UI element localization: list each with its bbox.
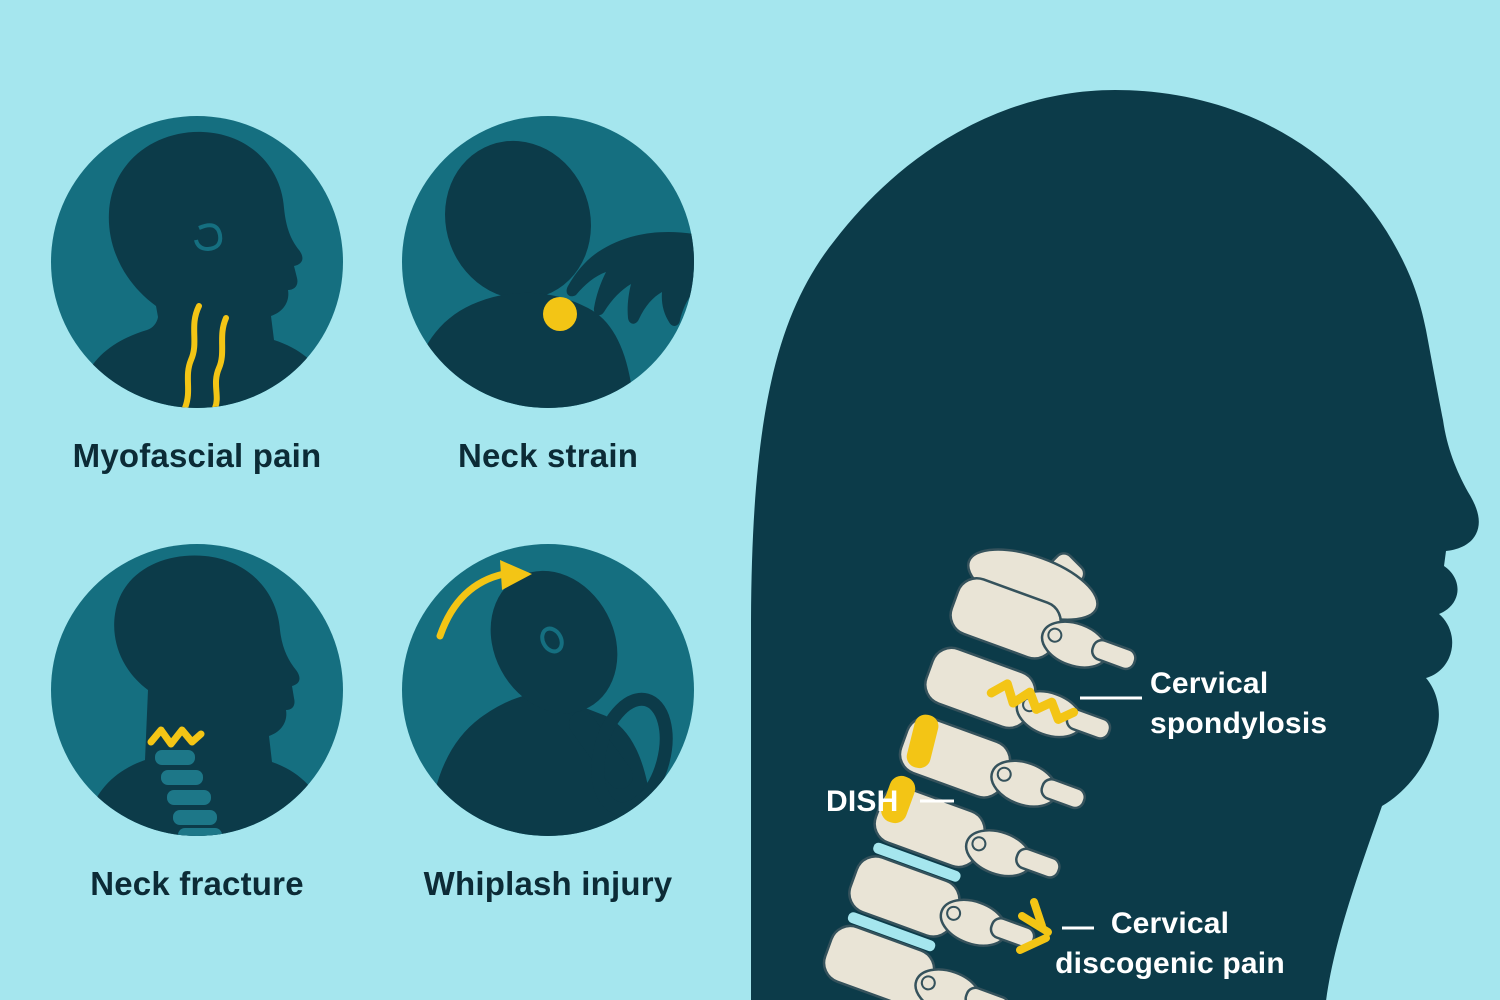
- neck-fracture-icon: [51, 544, 343, 836]
- ear-detail: [540, 626, 564, 654]
- whiplash-injury-icon: [402, 544, 694, 836]
- label-neck-strain: Neck strain: [457, 437, 639, 474]
- discogenic-pain-marker: [1016, 898, 1052, 954]
- spondylosis-marker: [986, 679, 1079, 724]
- label-cervical-spondylosis: Cervical spondylosis: [1150, 667, 1328, 740]
- cervical-spine-illustration: [822, 548, 1137, 1000]
- myofascial-pain-icon: [51, 116, 343, 408]
- label-myofascial-pain: Myofascial pain: [72, 437, 322, 474]
- pain-point-dot: [543, 297, 577, 331]
- ear-detail: [194, 223, 223, 252]
- label-pointer-lines: [920, 696, 1142, 930]
- massaging-hand: [566, 232, 694, 326]
- disc-wedge: [847, 912, 936, 952]
- neck-strain-icon: [402, 116, 694, 408]
- muscle-pain-lines: [182, 303, 229, 408]
- label-dish: DISH: [826, 785, 899, 818]
- disc-wedge: [873, 842, 961, 882]
- label-whiplash-injury: Whiplash injury: [423, 865, 673, 902]
- dish-marker: [881, 714, 939, 824]
- steering-wheel: [591, 692, 673, 816]
- whiplash-motion-arrow: [436, 560, 532, 640]
- fracture-marker: [147, 726, 205, 748]
- cervical-vertebrae-detail: [155, 750, 222, 836]
- label-cervical-discogenic-pain: Cervical discogenic pain: [1055, 907, 1285, 980]
- label-neck-fracture: Neck fracture: [90, 865, 304, 902]
